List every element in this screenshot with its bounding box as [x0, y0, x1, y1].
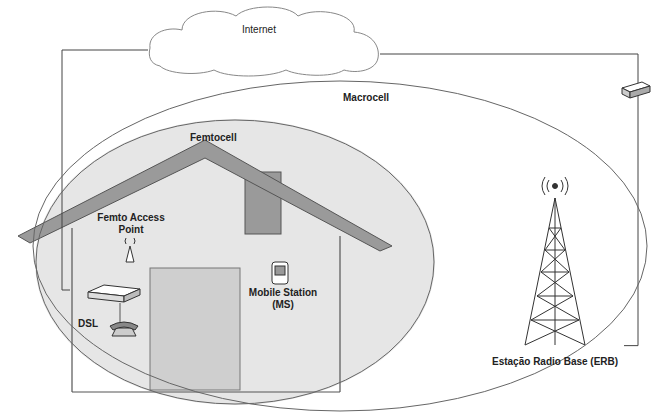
cloud-outline — [148, 4, 380, 76]
ellipse-shape — [36, 120, 434, 404]
ellipse-outline — [35, 119, 435, 405]
network-link — [380, 54, 638, 346]
ellipse-shape — [33, 81, 647, 411]
node-text: DSL — [78, 318, 98, 330]
network-link — [62, 50, 148, 290]
internet-cloud: Internet — [148, 4, 380, 76]
base-station-node: Estação Radio Base (ERB) — [487, 175, 624, 370]
telephone — [110, 303, 138, 336]
node-text: Estação Radio Base (ERB) — [492, 356, 618, 368]
radio-tower — [525, 177, 585, 345]
mobile-station — [272, 262, 288, 284]
dsl-modem — [88, 285, 140, 302]
cloud-shape — [149, 7, 378, 76]
access-point-label: Femto Access Point — [94, 212, 168, 236]
femtocell-area: FemtocellDSL — [35, 119, 435, 405]
node-text: Macrocell — [343, 92, 389, 104]
mobile-station-label: Mobile Station (MS) — [240, 287, 326, 311]
access-point-antenna — [125, 238, 135, 262]
router — [622, 82, 650, 98]
node-text: Internet — [242, 24, 276, 36]
dsl-modem-node: DSL — [70, 280, 146, 336]
node-text: Femtocell — [190, 132, 237, 144]
macrocell-area: MacrocellFemtocellDSL Estação Radio Base … — [32, 80, 648, 412]
